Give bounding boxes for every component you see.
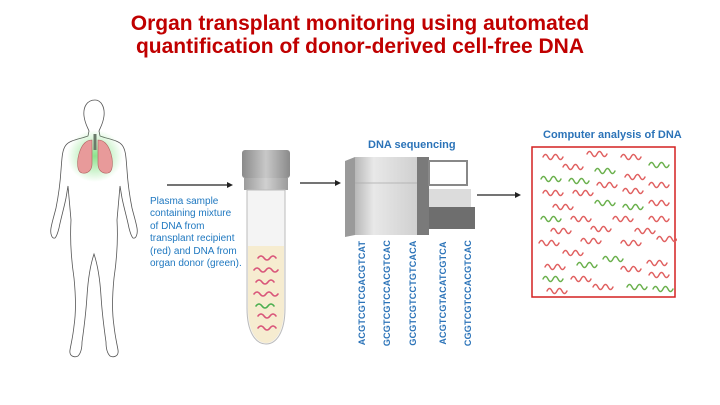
donor-dna-strand [255,303,275,309]
sequence-text: GCGTCGTCCTGTCACA [408,240,418,346]
sequence-read: GCGTCGTCCACGTCAC [380,238,394,348]
sequence-read: GCGTCGTCCTGTCACA [406,238,420,348]
recipient-dna-strand [550,227,572,235]
donor-dna-strand [542,275,564,283]
left-lung-icon [77,139,93,174]
recipient-dna-strand [257,313,277,319]
sequence-read: CGGTCGTCCACGTCAC [461,238,475,348]
recipient-dna-strand [570,215,592,223]
recipient-dna-strand [542,189,564,197]
recipient-dna-strand [562,249,584,257]
recipient-dna-strand [580,237,602,245]
tube-cap [242,150,290,178]
title-line-2: quantification of donor-derived cell-fre… [135,35,585,58]
recipient-dna-strand [538,239,560,247]
sequence-read: ACGTCGTCGACGTCAT [355,238,369,348]
recipient-dna-strand [544,263,566,271]
donor-dna-strand [622,203,644,211]
recipient-dna-strand [612,215,634,223]
sample-tube-icon [242,150,290,345]
recipient-dna-strand [586,150,608,158]
recipient-dna-strand [562,163,584,171]
sequence-text: CGGTCGTCCACGTCAC [463,239,473,347]
arrow-to-tube-icon [167,182,233,188]
recipient-dna-strand [648,199,670,207]
recipient-dna-strand [624,173,646,181]
recipient-dna-strand [656,235,677,243]
human-body-icon [50,99,138,358]
recipient-dna-strand [572,189,594,197]
recipient-dna-strand [620,153,642,161]
recipient-dna-strand [592,283,614,291]
recipient-dna-strand [570,275,592,283]
recipient-dna-strand [257,255,277,261]
recipient-dna-strand [620,265,642,273]
figure-title: Organ transplant monitoring using automa… [0,12,720,58]
recipient-dna-strand [546,287,568,295]
recipient-dna-strand [648,181,670,189]
sequence-text: ACGTCGTCGACGTCAT [357,240,367,346]
donor-dna-strand [652,285,674,293]
sequence-text: GCGTCGTCCACGTCAC [382,239,392,347]
sequence-read: ACGTCGTACATCGTCA [436,238,450,348]
recipient-dna-strand [255,279,275,285]
recipient-dna-strand [648,271,670,279]
recipient-dna-strand [620,239,642,247]
donor-dna-strand [594,199,616,207]
donor-dna-strand [648,161,670,169]
plasma-sample-caption: Plasma sample containing mixture of DNA … [150,196,242,270]
recipient-dna-strand [253,267,279,273]
donor-dna-strand [576,261,598,269]
recipient-dna-strand [253,291,279,297]
recipient-dna-strand [634,227,656,235]
arrow-to-analysis-icon [477,192,521,198]
donor-dna-strand [602,255,624,263]
recipient-dna-strand [542,153,564,161]
title-line-1: Organ transplant monitoring using automa… [130,12,590,35]
sequence-text: ACGTCGTACATCGTCA [438,241,448,345]
trachea-icon [93,134,97,150]
recipient-dna-strand [622,187,644,195]
donor-dna-strand [594,167,616,175]
donor-dna-strand [540,215,562,223]
recipient-dna-strand [590,225,612,233]
recipient-dna-strand [552,203,574,211]
right-lung-icon [97,139,113,174]
recipient-dna-strand [648,215,670,223]
donor-dna-strand [540,175,562,183]
dna-sequencer-icon [345,157,475,237]
arrow-to-sequencer-icon [300,180,341,186]
computer-analysis-label: Computer analysis of DNA [543,129,682,141]
recipient-dna-strand [646,259,668,267]
donor-dna-strand [568,177,590,185]
recipient-dna-strand [257,325,277,331]
recipient-dna-strand [596,181,618,189]
donor-dna-strand [626,283,648,291]
dna-sequencing-label: DNA sequencing [368,139,456,151]
dna-analysis-panel [531,146,677,298]
